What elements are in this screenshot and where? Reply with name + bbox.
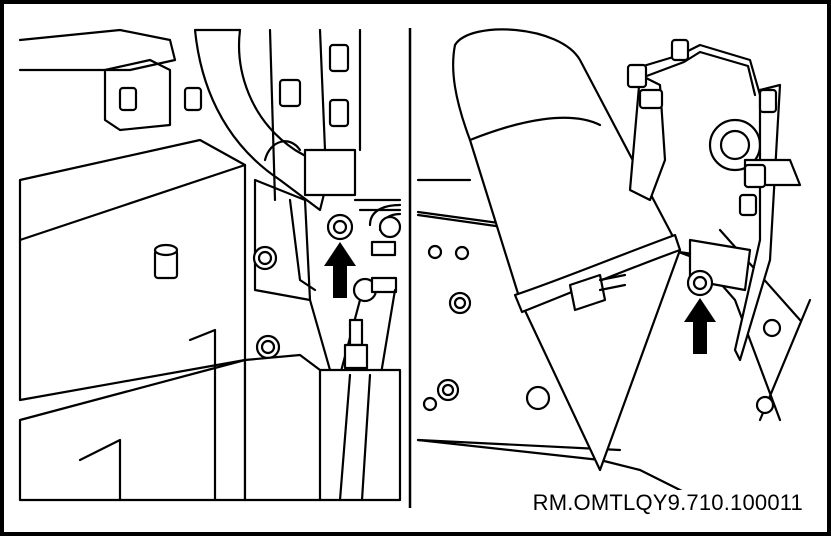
pipe-bend-line <box>263 140 302 162</box>
arrow-up-icon <box>324 242 356 298</box>
junction-block <box>303 148 357 197</box>
bolt-icon <box>153 243 179 280</box>
fuel-line <box>628 43 762 97</box>
bolt-icon <box>738 88 778 217</box>
bolt-icon <box>422 244 782 415</box>
nut-icon <box>686 269 714 297</box>
upper-frame-rail <box>18 28 177 72</box>
bolt-icon <box>626 38 690 110</box>
intake-hose <box>452 28 682 472</box>
bolt-icon <box>370 215 402 257</box>
bolt-icon <box>255 334 281 360</box>
tube-fitting <box>348 318 364 347</box>
hose-contour <box>468 116 602 142</box>
fuel-line-inner <box>634 50 757 97</box>
hose-clamp-icon <box>513 233 682 314</box>
figure-reference-code: RM.OMTLQY9.710.100011 <box>530 490 805 516</box>
arrow-up-icon <box>684 298 716 354</box>
battery-box <box>18 138 247 402</box>
guard-slots <box>318 368 372 502</box>
plate-flange <box>288 198 317 292</box>
box-edge <box>18 163 247 242</box>
box-slots <box>78 328 217 502</box>
nut-icon <box>326 213 354 241</box>
mount-bracket <box>103 58 172 132</box>
vertical-frame <box>268 28 362 202</box>
bolt-icon <box>352 276 398 303</box>
bolt-icon <box>118 43 350 128</box>
left-panel <box>18 28 402 502</box>
tube-connector <box>343 343 369 370</box>
right-panel <box>416 28 812 497</box>
lower-guard <box>243 353 402 502</box>
bolt-icon <box>252 245 278 271</box>
side-bracket <box>733 83 782 362</box>
